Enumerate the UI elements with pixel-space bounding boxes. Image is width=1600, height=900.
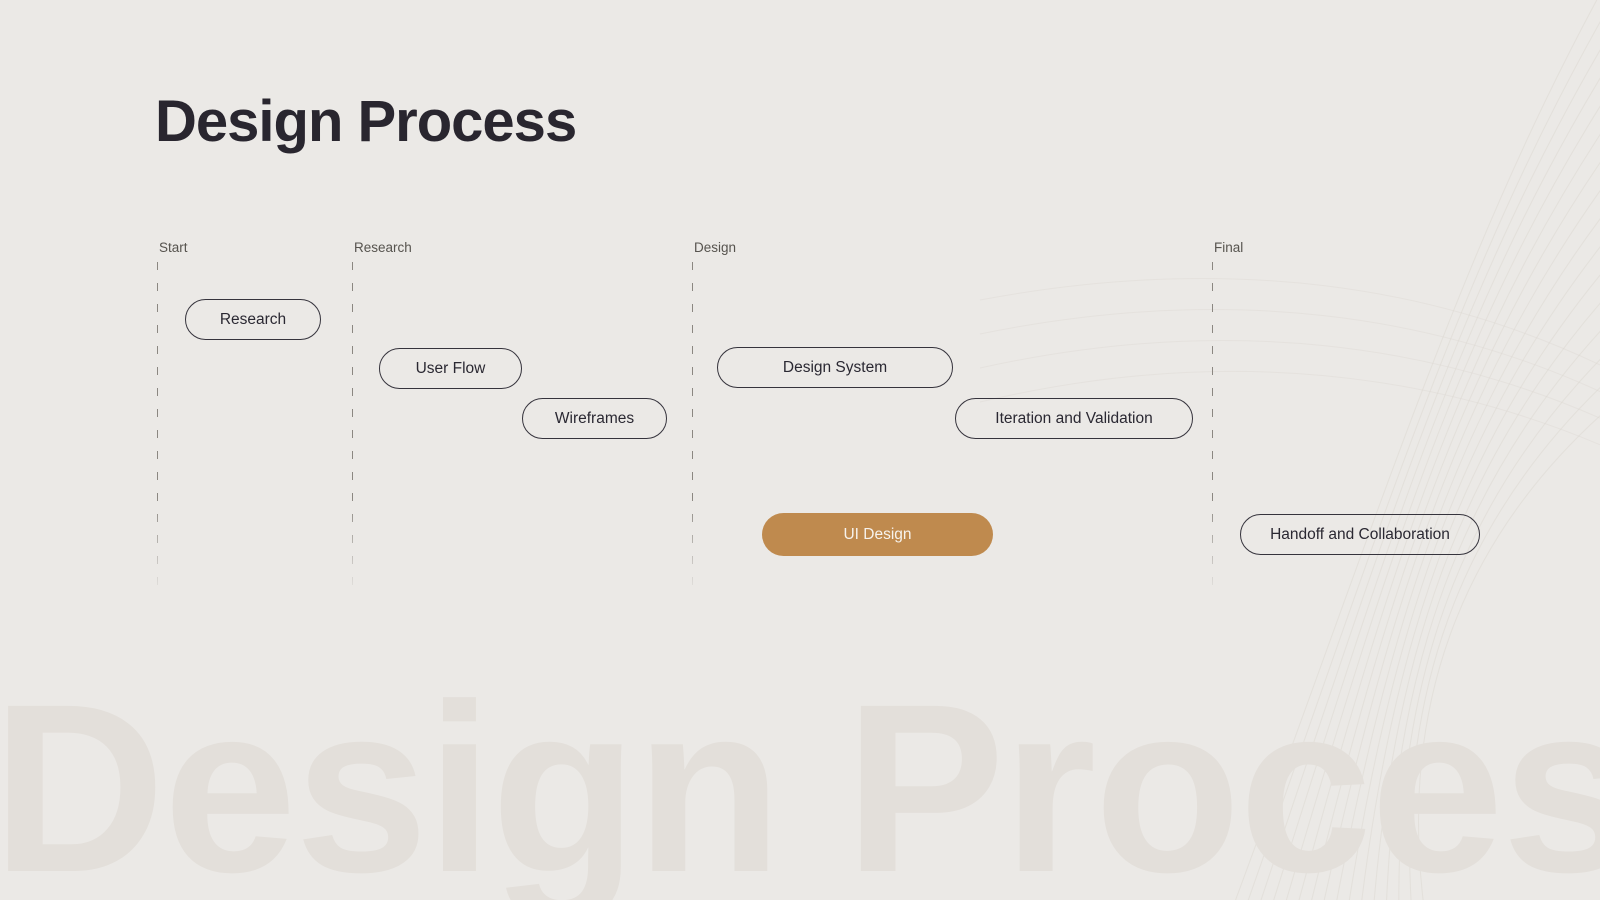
step-pill-ui-design[interactable]: UI Design bbox=[762, 513, 993, 556]
column-label-final: Final bbox=[1214, 240, 1244, 255]
column-dashed-line-start bbox=[157, 262, 159, 598]
column-label-start: Start bbox=[159, 240, 188, 255]
step-pill-wireframes[interactable]: Wireframes bbox=[522, 398, 667, 439]
column-label-design: Design bbox=[694, 240, 737, 255]
step-pill-user-flow[interactable]: User Flow bbox=[379, 348, 522, 389]
page-title: Design Process bbox=[155, 89, 577, 154]
watermark-text: Design Process bbox=[0, 654, 1600, 900]
column-dashed-line-final bbox=[1212, 262, 1214, 598]
step-pill-research[interactable]: Research bbox=[185, 299, 321, 340]
step-pill-handoff-and-collaboration[interactable]: Handoff and Collaboration bbox=[1240, 514, 1480, 555]
column-dashed-line-design bbox=[692, 262, 694, 598]
column-label-research: Research bbox=[354, 240, 412, 255]
step-pill-design-system[interactable]: Design System bbox=[717, 347, 953, 388]
column-dashed-line-research bbox=[352, 262, 354, 598]
step-pill-iteration-and-validation[interactable]: Iteration and Validation bbox=[955, 398, 1193, 439]
